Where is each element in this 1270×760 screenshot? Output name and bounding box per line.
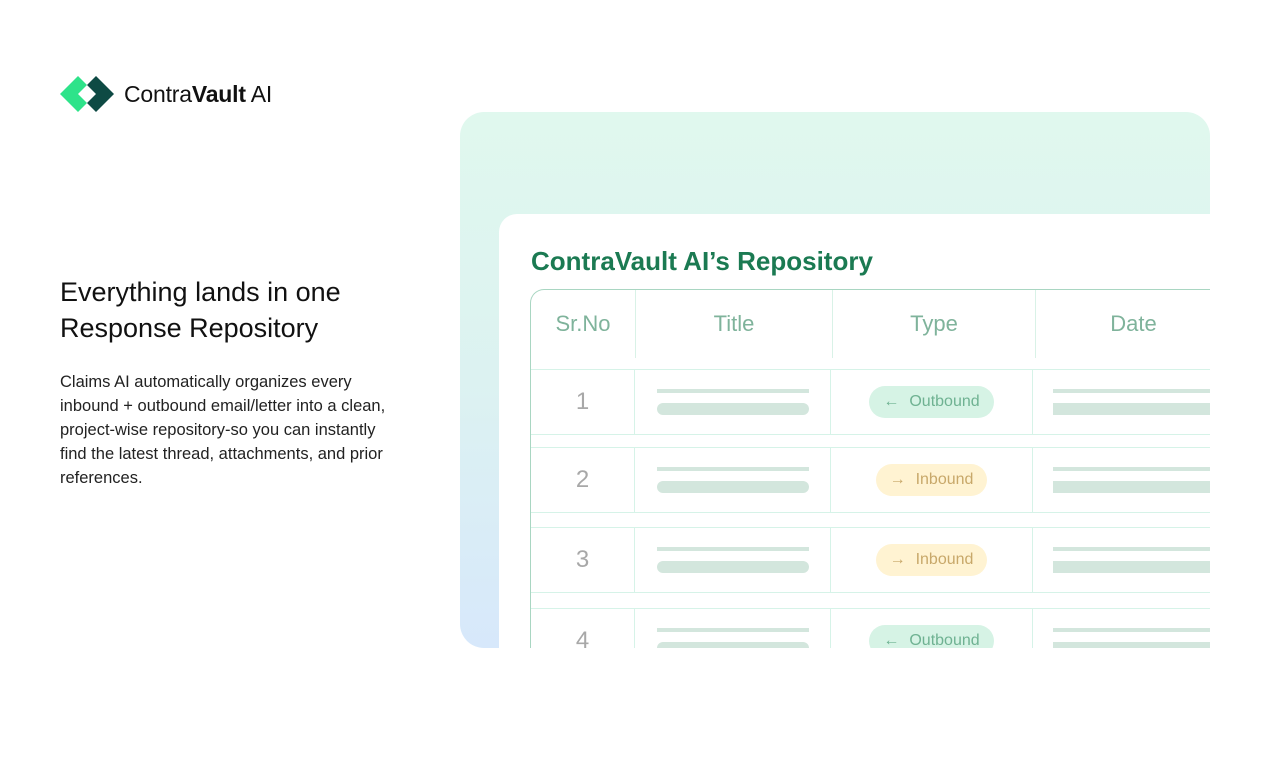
logo-icon <box>60 76 114 112</box>
table-row[interactable]: 4 ←Outbound <box>531 608 1210 648</box>
type-cell: →Inbound <box>831 528 1033 592</box>
arrow-right-icon: → <box>889 471 906 488</box>
type-badge: →Inbound <box>875 464 988 496</box>
title-cell <box>635 528 831 592</box>
srno-cell: 1 <box>531 370 635 434</box>
column-header-srno: Sr.No <box>531 290 636 358</box>
type-cell: ←Outbound <box>831 609 1033 648</box>
type-badge: ←Outbound <box>869 386 994 418</box>
description: Claims AI automatically organizes every … <box>60 373 386 487</box>
type-cell: →Inbound <box>831 448 1033 512</box>
srno-cell: 2 <box>531 448 635 512</box>
column-header-date: Date <box>1110 311 1157 336</box>
row-number: 3 <box>575 546 590 573</box>
title-cell <box>635 448 831 512</box>
title-placeholder <box>656 389 809 415</box>
row-number: 2 <box>575 466 590 493</box>
srno-cell: 4 <box>531 609 635 648</box>
date-cell <box>1033 370 1210 434</box>
type-cell: ←Outbound <box>831 370 1033 434</box>
date-placeholder <box>1053 389 1210 415</box>
row-number: 1 <box>575 388 590 415</box>
title-cell <box>635 370 831 434</box>
srno-cell: 3 <box>531 528 635 592</box>
date-cell <box>1033 609 1210 648</box>
title-placeholder <box>656 547 809 573</box>
date-placeholder <box>1053 628 1210 648</box>
arrow-right-icon: → <box>889 551 906 568</box>
arrow-left-icon: ← <box>883 632 900 648</box>
title-placeholder <box>656 467 809 493</box>
brand-name: ContraVault AI <box>124 80 273 107</box>
type-badge: →Inbound <box>875 544 988 576</box>
date-cell <box>1033 528 1210 592</box>
date-cell <box>1033 448 1210 512</box>
table-row[interactable]: 2 →Inbound <box>531 447 1210 513</box>
date-placeholder <box>1053 467 1210 493</box>
arrow-left-icon: ← <box>883 393 900 410</box>
title-placeholder <box>656 628 809 648</box>
column-header-title: Title <box>636 290 833 358</box>
row-number: 4 <box>575 627 590 648</box>
headline: Everything lands in one Response Reposit… <box>60 277 341 343</box>
repository-card: ContraVault AI’s Repository Sr.No Title … <box>499 214 1210 648</box>
repository-table: Sr.No Title Type Date 1 ←Outbound 2 →Inb… <box>530 289 1210 648</box>
repository-title: ContraVault AI’s Repository <box>531 246 873 276</box>
date-placeholder <box>1053 547 1210 573</box>
table-row[interactable]: 1 ←Outbound <box>531 369 1210 435</box>
logo: ContraVault AI <box>60 76 272 112</box>
column-header-type: Type <box>833 290 1036 358</box>
type-badge: ←Outbound <box>869 625 994 648</box>
title-cell <box>635 609 831 648</box>
repository-preview: ContraVault AI’s Repository Sr.No Title … <box>460 112 1210 648</box>
table-row[interactable]: 3 →Inbound <box>531 527 1210 593</box>
